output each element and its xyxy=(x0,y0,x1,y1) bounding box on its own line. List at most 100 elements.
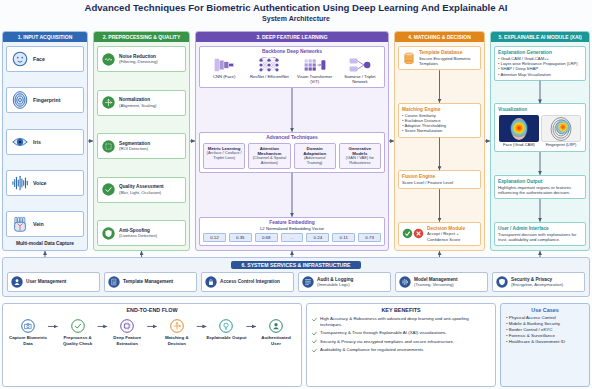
arrow-connector xyxy=(88,141,93,142)
service-box: Template Management xyxy=(104,272,197,292)
body-text: • Healthcare & Government ID xyxy=(506,339,584,345)
heading-text: Face xyxy=(33,56,79,62)
body-text: Security & Privacy via encrypted templat… xyxy=(320,339,454,345)
heading-text: Security & Privacy xyxy=(511,277,581,283)
network-box: Vision Transformer (ViT) xyxy=(294,57,336,84)
heading-text: 2. PREPROCESSING & QUALITY xyxy=(94,32,189,42)
body-text: (Arcface / Cosface / Triplet Loss) xyxy=(206,151,242,161)
heading-text: 1. INPUT ACQUISITION xyxy=(3,32,87,42)
body-text: Transparent decision with explanations f… xyxy=(498,232,582,243)
subtitle: System Architecture xyxy=(0,15,592,23)
list-row: Transparency & Trust through Explainable… xyxy=(312,330,490,336)
text-column: Vein xyxy=(33,221,79,227)
service-box: Access Control Integration xyxy=(201,272,294,292)
heading-text: Quality Assessment xyxy=(119,184,181,190)
heading-text: 0.68 xyxy=(256,235,277,240)
child-group: Backbone Deep NetworksCNN (Face)ResNet /… xyxy=(196,42,388,250)
flow-step: Preprocess & Quality Check xyxy=(58,319,98,346)
embedding-box: Feature EmbeddingL2 Normalized Embedding… xyxy=(199,217,385,246)
arrow-connector xyxy=(292,88,293,132)
heading-text: 0.73 xyxy=(359,235,380,240)
check-icon xyxy=(312,339,317,344)
heading-text: ResNet / EfficientNet xyxy=(248,74,290,79)
process-box: Quality Assessment(Blur, Light, Occlusio… xyxy=(97,177,186,203)
body-text: Score Level / Feature Level xyxy=(402,180,477,185)
network-box: ResNet / EfficientNet xyxy=(248,57,290,84)
engine-box: Fusion EngineScore Level / Feature Level xyxy=(398,170,481,189)
arrow-connector xyxy=(98,326,108,327)
arrow-connector xyxy=(147,326,157,327)
list-row: Auditability & Compliance for regulated … xyxy=(312,347,490,353)
process-box: Anti-Spoofing(Liveness Detection) xyxy=(97,220,186,246)
body-text: Fingerprint (LRP) xyxy=(540,143,582,148)
heading-text: Matching & Decision xyxy=(157,335,197,346)
heading-text: Iris xyxy=(33,139,79,145)
g-icon xyxy=(102,96,115,109)
net-icon xyxy=(254,57,284,73)
arrow-connector xyxy=(389,141,394,142)
heading-text: Preprocess & Quality Check xyxy=(58,335,98,346)
title-block: Advanced Techniques For Biometric Authen… xyxy=(0,2,592,23)
heading-text: Siamese / Triplet Network xyxy=(339,74,381,84)
heading-text: Explainable Output xyxy=(206,335,246,340)
body-text: (Training, Versioning) xyxy=(414,282,484,287)
list-row: Security & Privacy via encrypted templat… xyxy=(312,339,490,345)
text-column: Template DatabaseSecure Encrypted Biomet… xyxy=(419,50,477,66)
step-icon xyxy=(269,319,283,333)
body-text: • Mobile & Banking Security xyxy=(506,321,584,327)
flow-step: Authenticated User xyxy=(256,319,296,346)
explanation-box: Explanation OutputHighlights important r… xyxy=(494,175,586,199)
body-text: Face (Grad-CAM) xyxy=(498,143,540,148)
arrow-connector xyxy=(141,251,142,257)
net-icon xyxy=(209,57,239,73)
body-text: • Layer-wise Relevance Propagation (LRP) xyxy=(498,61,582,66)
iris-icon xyxy=(11,133,29,151)
body-text: • Attention Map Visualization xyxy=(498,72,582,77)
heading-text: Fingerprint xyxy=(33,97,79,103)
heading-text: 3. DEEP FEATURE LEARNING xyxy=(196,32,388,42)
heading-text: Domain Adaptation xyxy=(297,146,333,157)
heading-text: Audit & Logging xyxy=(317,277,387,283)
vector-cell: 0.35 xyxy=(229,233,252,242)
body-text: • Score Normalization xyxy=(402,128,477,133)
body-text: Secure Encrypted Biometric Templates xyxy=(419,56,477,67)
stage-panel: 1. INPUT ACQUISITION FaceFingerprintIrisV… xyxy=(2,31,88,251)
database-box: Template DatabaseSecure Encrypted Biomet… xyxy=(398,46,481,70)
arrow-connector xyxy=(540,251,541,257)
child-group: Metric Learning(Arcface / Cosface / Trip… xyxy=(203,143,381,169)
modality-box: Vein xyxy=(6,211,84,237)
flow-step: Explainable Output xyxy=(206,319,246,340)
db-icon xyxy=(402,51,416,65)
step-icon xyxy=(170,319,184,333)
explanation-box: Explanation Generation• Grad-CAM / Grad-… xyxy=(494,46,586,81)
body-text: • Border Control / eKYC xyxy=(506,327,584,333)
heading-text: Backbone Deep Networks xyxy=(203,49,381,55)
child-group: Template DatabaseSecure Encrypted Biomet… xyxy=(395,42,484,250)
arrow-connector xyxy=(45,251,46,257)
heading-text: Template Database xyxy=(419,50,477,56)
vector-cell: 0.11 xyxy=(332,233,355,242)
body-text: L2 Normalized Embedding Vector xyxy=(203,226,381,231)
arrow-connector xyxy=(540,81,541,104)
modality-box: Voice xyxy=(6,170,84,196)
g-icon xyxy=(108,276,120,288)
heading-text: Generative Models xyxy=(342,146,378,157)
body-text: (Filtering, Denoising) xyxy=(119,59,181,64)
heading-text: 0.12 xyxy=(204,235,225,240)
technique-card: Generative Models(GAN / VAE) for Robustn… xyxy=(339,143,381,169)
arrow-connector xyxy=(48,326,58,327)
heading-text: Model Management xyxy=(414,277,484,283)
image-column: Fingerprint (LRP) xyxy=(540,115,582,148)
vein-icon xyxy=(11,215,29,233)
heading-text: 5. EXPLAINABLE AI MODULE (XAI) xyxy=(491,32,589,42)
heading-text: Capture Biometric Data xyxy=(8,335,48,346)
text-column: Decision ModuleAccept / Reject + Confide… xyxy=(427,226,477,242)
technique-card: Metric Learning(Arcface / Cosface / Trip… xyxy=(203,143,245,169)
vector-cell: 0.24 xyxy=(306,233,329,242)
heading-text: Matching Engine xyxy=(402,107,477,113)
process-box: Normalization(Alignment, Scaling) xyxy=(97,90,186,116)
body-text: (Encryption, Anonymization) xyxy=(511,282,581,287)
heading-text: ... xyxy=(282,235,303,240)
text-column: Face xyxy=(33,56,79,62)
g-icon xyxy=(205,276,217,288)
